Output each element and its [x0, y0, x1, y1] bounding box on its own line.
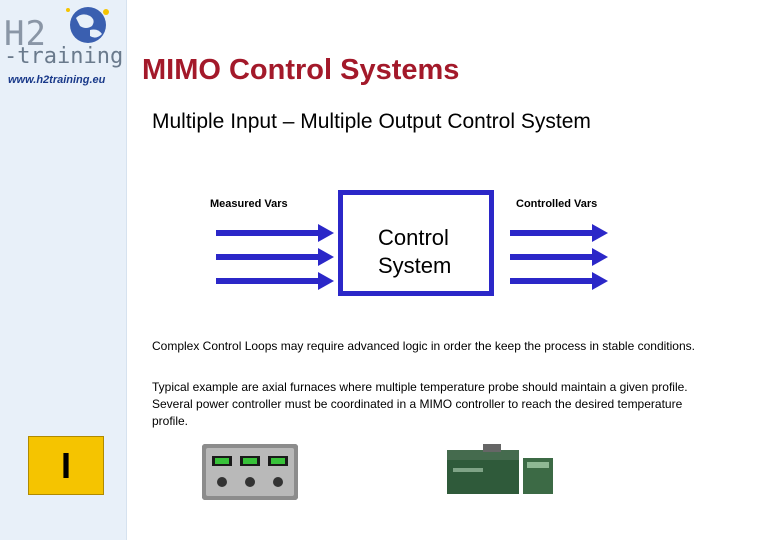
- input-arrows: [216, 224, 334, 290]
- control-system-line1: Control: [378, 225, 449, 250]
- control-system-line2: System: [378, 253, 452, 278]
- slide-tile: I: [28, 436, 104, 495]
- power-controller-image: [447, 444, 553, 494]
- h2-training-logo: H2 -training www.h2training.eu: [0, 0, 126, 95]
- mimo-diagram: Measured Vars Controlled Vars Control Sy…: [200, 188, 620, 318]
- measured-vars-label: Measured Vars: [210, 198, 288, 210]
- controller-device-image: [202, 444, 298, 500]
- logo-url[interactable]: www.h2training.eu: [8, 74, 106, 86]
- logo-training-text: -training: [4, 44, 124, 69]
- diagram-arrows: [216, 224, 608, 290]
- controlled-vars-label: Controlled Vars: [516, 198, 598, 210]
- paragraph-typical-example: Typical example are axial furnaces where…: [152, 380, 688, 428]
- control-system-label: Control System: [378, 224, 451, 280]
- sidebar: H2 -training www.h2training.eu I: [0, 0, 127, 540]
- paragraph-complex-loops: Complex Control Loops may require advanc…: [152, 339, 695, 353]
- globe-icon: [66, 7, 109, 43]
- page-title: MIMO Control Systems: [142, 54, 460, 86]
- logo-h2-text: H2: [4, 14, 47, 54]
- control-system-box: [338, 190, 494, 296]
- output-arrows: [510, 224, 608, 290]
- page-subtitle: Multiple Input – Multiple Output Control…: [152, 110, 591, 133]
